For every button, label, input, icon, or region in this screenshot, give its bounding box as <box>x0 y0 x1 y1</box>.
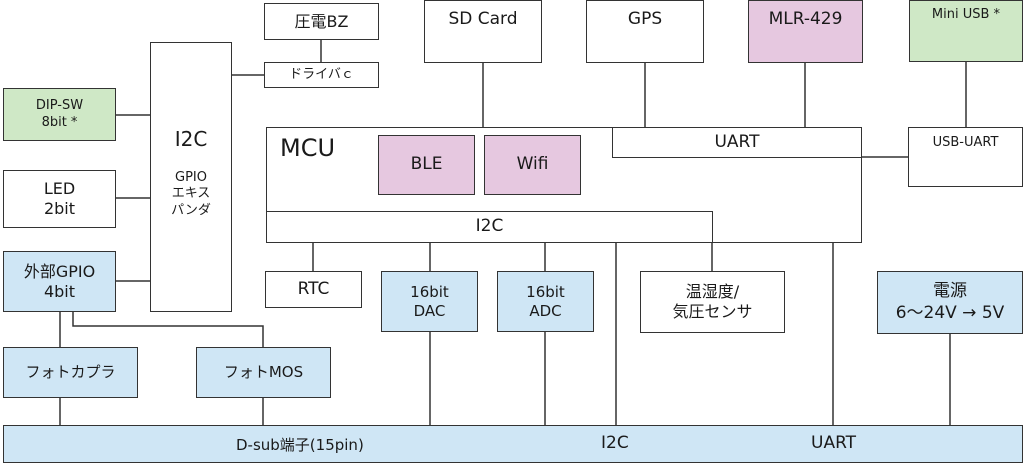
dsub-label: D-sub端子(15pin) <box>236 436 364 454</box>
led-box: LED 2bit <box>3 170 116 228</box>
bus-i2c-label: I2C <box>601 433 629 453</box>
ble-label: BLE <box>410 154 443 175</box>
bus-uart-label: UART <box>811 433 857 453</box>
ext-gpio-label: 外部GPIO <box>23 261 96 281</box>
gps-label: GPS <box>627 9 663 29</box>
led-bits: 2bit <box>43 199 76 218</box>
gps-box: GPS <box>586 0 704 63</box>
wifi-label: Wifi <box>516 154 549 175</box>
rtc-label: RTC <box>297 278 330 299</box>
miniusb-label: Mini USB * <box>931 7 1001 22</box>
sensor-box: 温湿度/ 気圧センサ <box>640 271 785 333</box>
wire-gpio-photomos <box>72 312 264 347</box>
adc-label: ADC <box>529 301 562 320</box>
ble-box: BLE <box>378 135 475 195</box>
mlr-label: MLR-429 <box>768 9 843 29</box>
sdcard-label: SD Card <box>448 9 518 29</box>
mcu-uart-box: UART <box>612 127 862 158</box>
dac-box: 16bit DAC <box>381 271 478 332</box>
adc-bits: 16bit <box>526 282 565 301</box>
buzzer-box: 圧電BZ <box>264 3 379 40</box>
adc-box: 16bit ADC <box>497 271 594 332</box>
mcu-i2c-label: I2C <box>475 216 504 237</box>
mcu-title: MCU <box>280 134 336 162</box>
rtc-box: RTC <box>265 271 362 308</box>
photocoupler-label: フォトカプラ <box>25 363 116 382</box>
power-spec: 6～24V → 5V <box>895 302 1005 323</box>
sensor-line1: 温湿度/ <box>685 282 740 301</box>
led-label: LED <box>43 179 76 198</box>
gpio-expander-line1: GPIO <box>175 170 207 185</box>
dsub-bus <box>3 425 1023 463</box>
miniusb-box: Mini USB * <box>909 0 1023 62</box>
gpio-expander-line3: パンダ <box>171 202 211 218</box>
usb-uart-box: USB-UART <box>908 127 1023 187</box>
power-label: 電源 <box>933 281 967 302</box>
dac-bits: 16bit <box>410 282 449 301</box>
usb-uart-label: USB-UART <box>932 135 999 150</box>
mlr-box: MLR-429 <box>748 0 863 63</box>
power-box: 電源 6～24V → 5V <box>877 271 1023 334</box>
sdcard-box: SD Card <box>424 0 542 63</box>
gpio-expander-title: I2C <box>174 127 208 151</box>
ext-gpio-bits: 4bit <box>43 281 76 301</box>
buzzer-label: 圧電BZ <box>294 11 349 31</box>
photomos-box: フォトMOS <box>196 347 331 398</box>
mcu-uart-label: UART <box>714 131 760 152</box>
sensor-line2: 気圧センサ <box>672 302 753 321</box>
photomos-label: フォトMOS <box>223 363 304 382</box>
driver-label: ドライバｃ <box>289 66 354 82</box>
driver-box: ドライバｃ <box>264 62 379 88</box>
gpio-expander-line2: エキス <box>171 186 211 202</box>
ext-gpio-box: 外部GPIO 4bit <box>3 251 116 312</box>
dip-switch-bits: 8bit * <box>41 114 78 130</box>
mcu-i2c-box: I2C <box>266 211 713 243</box>
wifi-box: Wifi <box>484 135 581 195</box>
dip-switch-box: DIP-SW 8bit * <box>3 88 116 141</box>
gpio-expander-box: I2C GPIO エキス パンダ <box>150 42 232 312</box>
dac-label: DAC <box>413 301 446 320</box>
dip-switch-label: DIP-SW <box>35 98 84 114</box>
photocoupler-box: フォトカプラ <box>3 347 138 398</box>
